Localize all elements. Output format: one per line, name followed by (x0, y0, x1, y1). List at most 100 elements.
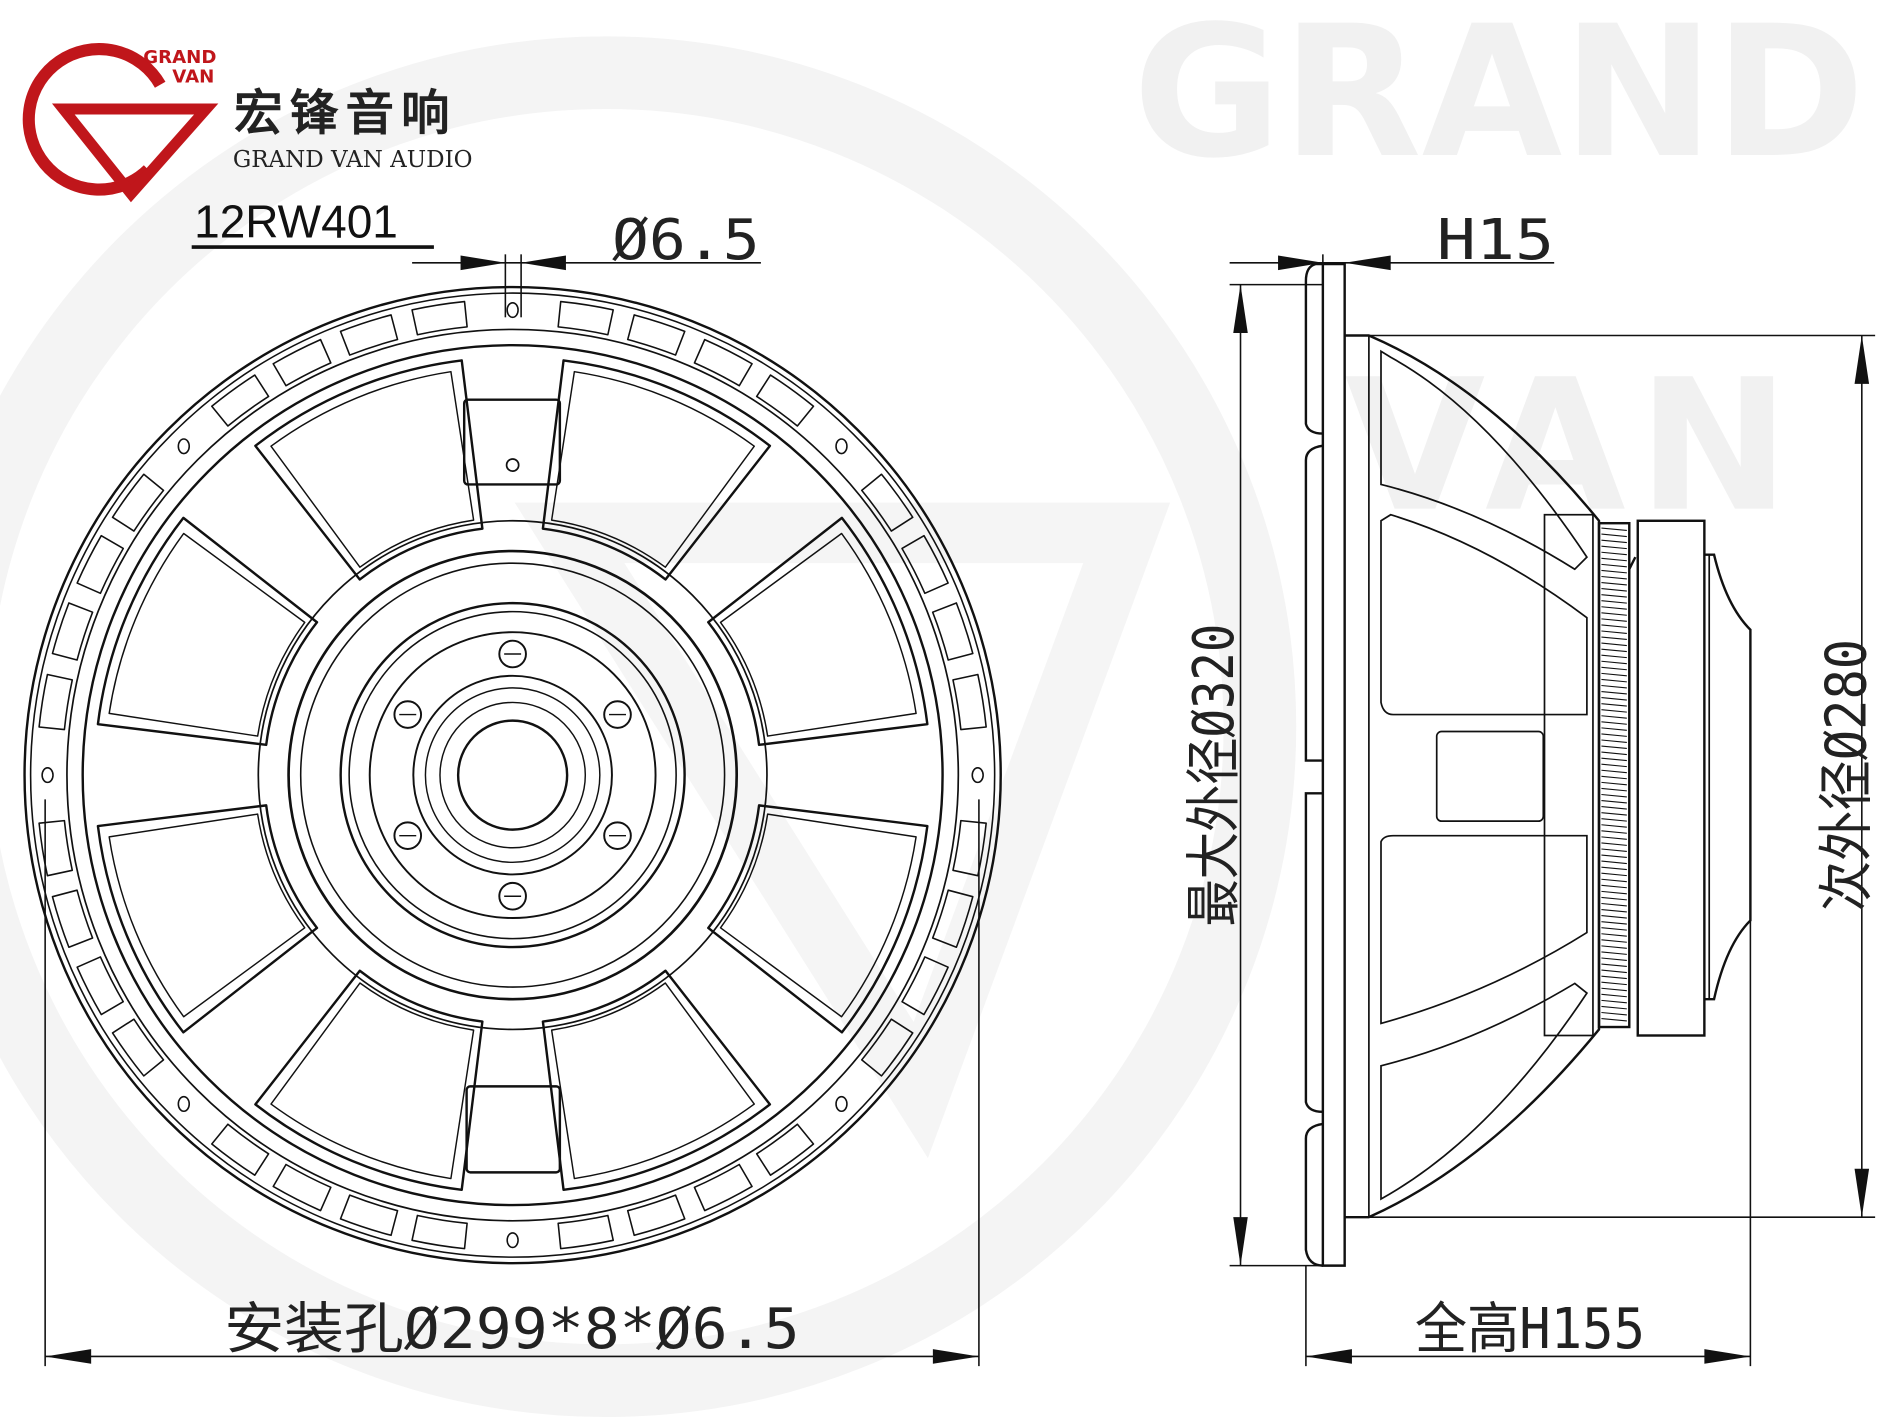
watermark-line1: GRAND (1133, 0, 1865, 198)
vent-rib (1601, 739, 1627, 743)
logo-text-grand: GRAND (143, 47, 216, 68)
vent-rib (1601, 872, 1627, 877)
vent-rib (1601, 769, 1627, 774)
vent-rib (1601, 921, 1627, 925)
rim-slot (272, 338, 332, 387)
hub-circle (424, 687, 601, 864)
rim-slot (931, 889, 974, 949)
mounting-hole (41, 767, 54, 784)
vent-rib (1601, 896, 1627, 901)
basket-window-inner (719, 532, 917, 737)
model-number: 12RW401 (194, 195, 398, 247)
vent-rib (1601, 642, 1627, 647)
bolt (603, 821, 632, 850)
total-height-label: 全高H155 (1415, 1297, 1645, 1362)
brand-english-name: GRAND VAN AUDIO (233, 147, 473, 173)
hub-circle (299, 562, 726, 988)
vent-rib (1601, 618, 1627, 622)
basket-window (254, 359, 484, 581)
vent-rib (1601, 745, 1627, 750)
vent-rib (1601, 594, 1627, 598)
rim-slot (111, 473, 165, 532)
rim-circle (29, 292, 996, 1258)
vent-rib (1601, 612, 1627, 616)
vent-rib (1601, 678, 1627, 683)
vent-rib (1601, 787, 1627, 792)
rim-slot (111, 1018, 165, 1077)
flange-thickness-dimension: H15 (1229, 208, 1555, 273)
rim-circle (81, 343, 944, 1207)
vent-rib (1601, 733, 1627, 737)
vent-rib (1601, 551, 1627, 556)
rim-slot (76, 956, 125, 1016)
vent-rib (1601, 691, 1627, 695)
basket-window (96, 804, 319, 1034)
mounting-hole (835, 1095, 848, 1113)
vent-rib (1601, 684, 1627, 689)
vent-rib (1601, 818, 1627, 822)
vent-rib (1601, 727, 1627, 731)
side-view (1304, 262, 1752, 1267)
rim-slot (38, 673, 74, 731)
vent-rib (1601, 781, 1627, 786)
basket-window-inner (108, 532, 306, 737)
rim-slot (211, 1123, 270, 1176)
vent-rib (1601, 569, 1627, 574)
rim-slot (411, 1214, 468, 1250)
mounting-hole (835, 438, 848, 455)
front-view (23, 285, 1002, 1265)
hub-circle (456, 719, 569, 831)
vent-rib (1601, 600, 1627, 604)
vent-rib (1601, 824, 1627, 828)
vent-rib (1601, 563, 1627, 568)
rim-slot (693, 338, 753, 387)
basket-window-inner (550, 982, 755, 1180)
vent-rib (1601, 951, 1627, 955)
vent-rib (1601, 709, 1627, 713)
basket-window (96, 516, 319, 747)
hub-circle (368, 631, 657, 919)
vent-rib (1601, 715, 1627, 719)
vent-rib (1601, 987, 1627, 992)
vent-rib (1601, 836, 1627, 840)
rim-slot (755, 1123, 815, 1176)
vent-rib (1601, 975, 1627, 980)
flange-thickness-label: H15 (1437, 208, 1554, 273)
mounting-hole (506, 301, 519, 319)
vent-rib (1601, 575, 1627, 580)
hub-circle (287, 549, 739, 1001)
vent-rib (1601, 775, 1627, 780)
vent-rib (1601, 624, 1627, 628)
hub-circle (439, 701, 587, 849)
vent-rib (1601, 939, 1627, 943)
vent-rib (1601, 545, 1627, 550)
basket-window-inner (719, 813, 917, 1018)
basket-window (254, 969, 484, 1192)
hub-circle (339, 601, 686, 949)
vent-rib (1601, 945, 1627, 949)
vent-rib (1601, 800, 1627, 804)
basket-window-inner (108, 813, 306, 1018)
terminal-block (462, 398, 562, 486)
rim-slot (51, 889, 94, 949)
bolt (603, 700, 632, 729)
rim-slot (51, 602, 94, 661)
rim-slot (411, 300, 468, 336)
rim-circle (23, 285, 1002, 1265)
vent-rib (1601, 648, 1627, 653)
basket-window (707, 804, 929, 1034)
terminal-hole (505, 458, 520, 472)
logo-text-van: VAN (172, 66, 214, 87)
brand-chinese-name: 宏锋音响 (234, 86, 457, 142)
label-plate (465, 1085, 562, 1174)
rim-slot (860, 1018, 914, 1077)
bolt (498, 881, 527, 911)
hole-diameter-label: Ø6.5 (612, 208, 760, 273)
vent-rib (1601, 993, 1627, 998)
vent-rib (1601, 860, 1627, 865)
vent-rib (1601, 884, 1627, 889)
rim-slot (76, 534, 125, 595)
basket-window-inner (270, 982, 475, 1180)
vent-rib (1601, 848, 1627, 852)
